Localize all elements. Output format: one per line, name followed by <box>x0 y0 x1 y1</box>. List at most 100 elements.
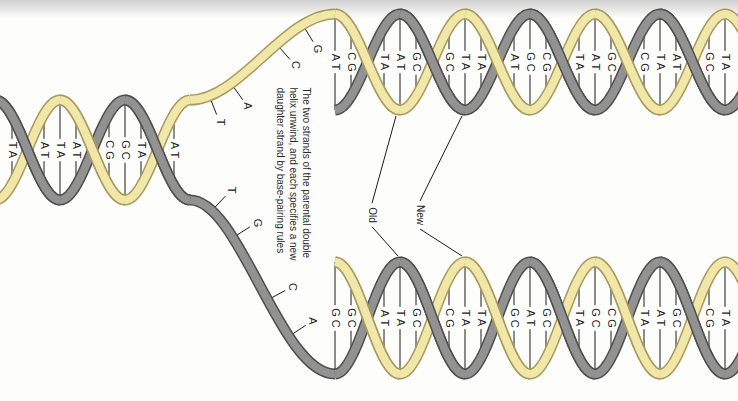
strand-edge <box>530 14 595 110</box>
strand-edge <box>190 14 335 100</box>
base-pair: T A <box>7 142 18 158</box>
strand-edge <box>465 262 530 374</box>
gray-strand <box>660 262 725 374</box>
base-pair: A T <box>655 310 666 326</box>
rung-line <box>725 262 726 307</box>
base-pair: A T <box>39 142 50 158</box>
base-pair: A T <box>590 54 601 70</box>
gray-strand <box>660 14 725 110</box>
rung-line <box>465 329 466 374</box>
base-pair: T A <box>136 142 147 158</box>
strand-edge <box>335 262 400 374</box>
strand-edge <box>335 14 738 110</box>
rung-line <box>660 262 661 307</box>
base-pair: T A <box>395 310 406 326</box>
base-pair: G C <box>671 308 682 328</box>
base-pair: T A <box>655 54 666 70</box>
rung-line <box>530 329 531 374</box>
strand-edge <box>400 262 465 374</box>
yellow-strand <box>465 14 530 110</box>
rung-line <box>335 262 336 305</box>
strands-back <box>0 14 738 374</box>
strand-label: Old <box>367 207 377 223</box>
base-pair: T A <box>460 54 471 70</box>
base-pair: C G <box>704 308 715 328</box>
rung-line <box>400 262 401 307</box>
base-pair: T A <box>720 54 731 70</box>
base-pair: G C <box>330 308 341 328</box>
gray-strand <box>400 14 465 110</box>
base-pair: T A <box>574 310 585 326</box>
base-pair: C G <box>541 52 552 72</box>
scan-shadow <box>0 0 738 18</box>
gray-strand <box>530 262 595 374</box>
gray-strand <box>125 100 190 200</box>
base-pair: T A <box>379 54 390 70</box>
rung-line <box>60 100 61 139</box>
base-pair: G C <box>590 308 601 328</box>
base-pair: T A <box>460 310 471 326</box>
strand-edge <box>530 262 595 374</box>
base-pair: C G <box>639 52 650 72</box>
leader-line <box>372 227 398 256</box>
base-pair: G C <box>509 308 520 328</box>
yellow-strand <box>335 262 738 374</box>
strand-edge <box>335 262 738 374</box>
base-pair: T A <box>639 310 650 326</box>
base-pair: A T <box>71 142 82 158</box>
yellow-strand <box>335 262 400 374</box>
yellow-strand <box>595 262 660 374</box>
base-letter: T <box>226 187 237 194</box>
base-letter: A <box>242 103 253 110</box>
yellow-strand <box>190 14 335 100</box>
base-pair: T A <box>720 310 731 326</box>
base-letter: C <box>290 61 301 69</box>
base-letter: A <box>307 317 318 324</box>
base-pair: A T <box>395 54 406 70</box>
leader-line <box>372 116 396 203</box>
strand-edge <box>335 14 400 110</box>
strand-edge <box>0 100 190 200</box>
base-pair: A T <box>169 142 180 158</box>
base-pair: A T <box>671 54 682 70</box>
base-pair: A T <box>379 310 390 326</box>
rung-line <box>125 163 126 200</box>
yellow-strand <box>335 14 400 110</box>
base-pair: C G <box>104 140 115 160</box>
base-pair: A T <box>525 310 536 326</box>
base-pair: A T <box>509 54 520 70</box>
base-pair: C G <box>444 308 455 328</box>
rung-line <box>660 329 661 374</box>
rung-line <box>595 262 596 305</box>
gray-strand <box>0 100 60 200</box>
base-pair: G C <box>120 140 131 160</box>
gray-strand <box>400 262 465 374</box>
leader-line <box>420 116 462 201</box>
rung-line <box>725 329 726 374</box>
strand-edge <box>660 14 725 110</box>
base-pair: G C <box>444 52 455 72</box>
strand-edge <box>335 262 738 374</box>
base-pair: G C <box>525 52 536 72</box>
strand-label: New <box>415 205 425 225</box>
rung-line <box>595 331 596 374</box>
yellow-strand <box>465 262 530 374</box>
strand-edge <box>0 100 60 200</box>
strand-edge <box>60 100 125 200</box>
base-letter: C <box>287 283 298 291</box>
strands-front <box>0 14 725 374</box>
base-pair: T A <box>476 54 487 70</box>
base-pair: C G <box>606 308 617 328</box>
rung-line <box>125 100 126 137</box>
gray-strand <box>335 262 738 374</box>
base-pair: T A <box>574 54 585 70</box>
base-pair: A T <box>330 54 341 70</box>
leader-line <box>420 229 462 256</box>
base-letter: G <box>312 44 323 53</box>
base-letter: G <box>251 218 262 227</box>
yellow-strand <box>595 14 660 110</box>
base-pair: T A <box>476 310 487 326</box>
